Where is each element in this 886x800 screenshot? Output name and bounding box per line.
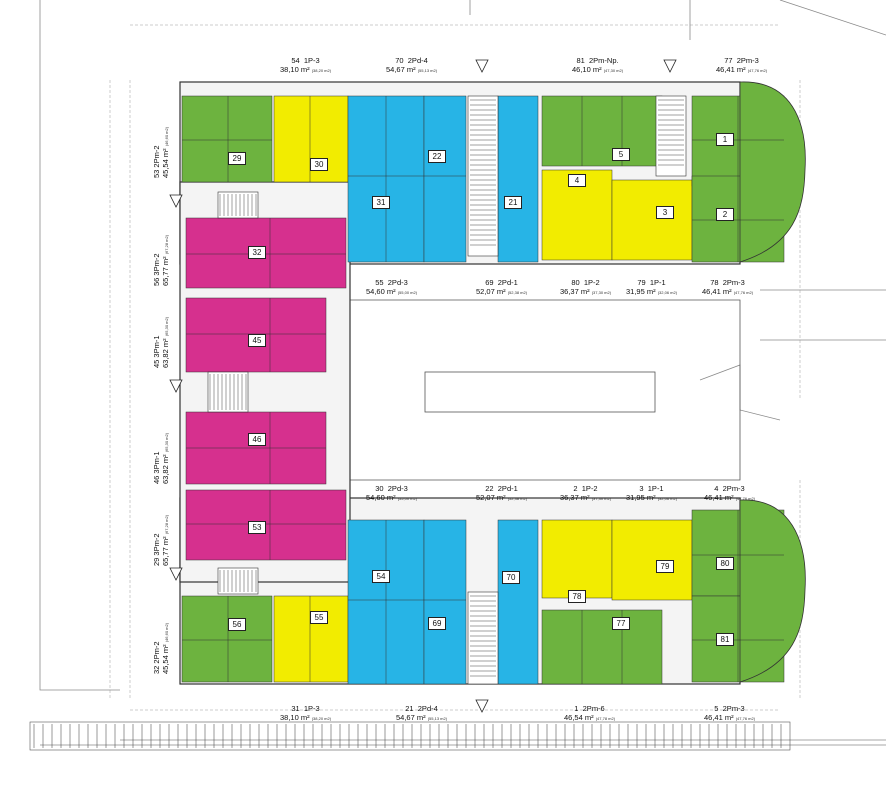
unit-label-80: 80 1P-2 36,37 m² (37,30 m2)	[560, 278, 612, 296]
unit-number: 3	[656, 206, 674, 219]
unit-label-21: 21 2Pd-4 54,67 m² (55,13 m2)	[396, 704, 448, 722]
unit-label-29: 29 3Pm-2 65,77 m² (67,28 m2)	[152, 514, 170, 566]
unit-label-78: 78 2Pm-3 46,41 m² (47,76 m2)	[702, 278, 754, 296]
unit-number: 30	[310, 158, 328, 171]
unit-label-69: 69 2Pd-1 52,07 m² (52,38 m2)	[476, 278, 528, 296]
unit-number: 45	[248, 334, 266, 347]
unit-label-53: 53 2Pm-2 45,54 m² (46,60 m2)	[152, 126, 170, 178]
unit-label-22: 22 2Pd-1 52,07 m² (52,38 m2)	[476, 484, 528, 502]
unit-label-79: 79 1P-1 31,95 m² (32,06 m2)	[626, 278, 678, 296]
unit-number: 79	[656, 560, 674, 573]
curved-bays	[739, 81, 806, 683]
unit-number: 46	[248, 433, 266, 446]
unit-number: 78	[568, 590, 586, 603]
unit-number: 32	[248, 246, 266, 259]
unit-number: 81	[716, 633, 734, 646]
unit-label-3: 3 1P-1 31,95 m² (32,06 m2)	[626, 484, 678, 502]
unit-number: 54	[372, 570, 390, 583]
unit-number: 29	[228, 152, 246, 165]
unit-number: 21	[504, 196, 522, 209]
unit-number: 77	[612, 617, 630, 630]
unit-label-77: 77 2Pm-3 46,41 m² (47,76 m2)	[716, 56, 768, 74]
unit-number: 55	[310, 611, 328, 624]
unit-label-56: 56 3Pm-2 65,77 m² (67,28 m2)	[152, 234, 170, 286]
unit-label-46: 46 3Pm-1 63,82 m² (65,30 m2)	[152, 432, 170, 484]
unit-number: 80	[716, 557, 734, 570]
unit-number: 70	[502, 571, 520, 584]
unit-number: 31	[372, 196, 390, 209]
unit-label-45: 45 3Pm-1 63,82 m² (65,30 m2)	[152, 316, 170, 368]
unit-number: 4	[568, 174, 586, 187]
entry-arrows	[169, 59, 677, 713]
unit-number: 53	[248, 521, 266, 534]
unit-label-31: 31 1P-3 38,10 m² (38,20 m2)	[280, 704, 332, 722]
unit-label-32: 32 2Pm-2 45,54 m² (46,60 m2)	[152, 622, 170, 674]
unit-number: 56	[228, 618, 246, 631]
unit-number: 69	[428, 617, 446, 630]
courtyard	[350, 299, 741, 481]
partitions	[182, 96, 784, 684]
unit-number: 2	[716, 208, 734, 221]
unit-number: 22	[428, 150, 446, 163]
unit-label-54: 54 1P-3 38,10 m² (38,20 m2)	[280, 56, 332, 74]
unit-number: 1	[716, 133, 734, 146]
grid-lines	[109, 24, 801, 711]
unit-label-70: 70 2Pd-4 54,67 m² (55,13 m2)	[386, 56, 438, 74]
stair-cores	[207, 95, 687, 685]
parking-strip	[29, 721, 791, 751]
units-upper	[181, 95, 785, 263]
unit-label-2: 2 1P-2 36,37 m² (37,30 m2)	[560, 484, 612, 502]
unit-number: 5	[612, 148, 630, 161]
unit-label-4: 4 2Pm-3 46,41 m² (47,76 m2)	[704, 484, 756, 502]
unit-label-1: 1 2Pm-6 46,54 m² (47,78 m2)	[564, 704, 616, 722]
unit-label-30: 30 2Pd-3 54,60 m² (55,00 m2)	[366, 484, 418, 502]
unit-label-55: 55 2Pd-3 54,60 m² (55,00 m2)	[366, 278, 418, 296]
unit-label-81: 81 2Pm-Np. 46,10 m² (47,30 m2)	[572, 56, 624, 74]
unit-label-5: 5 2Pm-3 46,41 m² (47,76 m2)	[704, 704, 756, 722]
units-lower	[181, 509, 785, 685]
